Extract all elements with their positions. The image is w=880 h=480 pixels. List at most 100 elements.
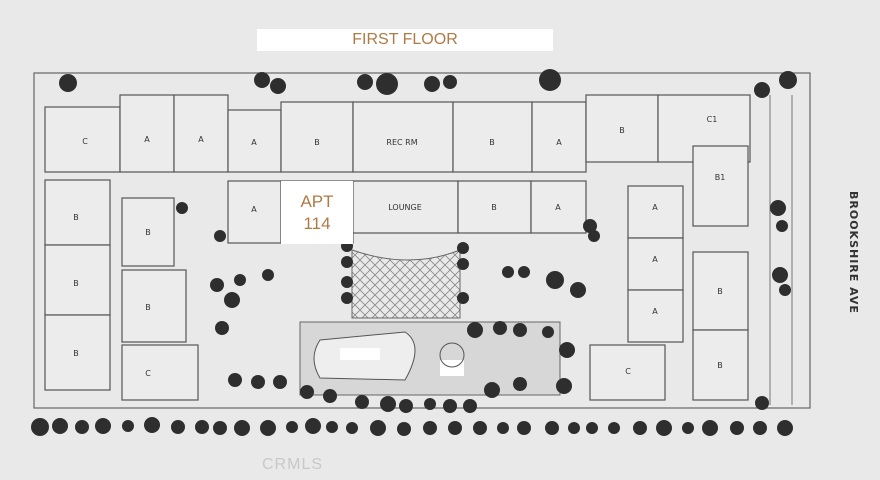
room-label-a: A	[652, 307, 658, 316]
tree-icon	[144, 417, 160, 433]
tree-icon	[497, 422, 509, 434]
room-label-a: A	[652, 255, 658, 264]
tree-icon	[95, 418, 111, 434]
tree-icon	[754, 82, 770, 98]
tree-icon	[588, 230, 600, 242]
tree-icon	[326, 421, 338, 433]
tree-icon	[467, 322, 483, 338]
tree-icon	[656, 420, 672, 436]
tree-icon	[518, 266, 530, 278]
tree-icon	[210, 278, 224, 292]
room-label-a: A	[251, 205, 257, 214]
tree-icon	[215, 321, 229, 335]
room-label-lounge: LOUNGE	[388, 203, 422, 212]
room-label-b: B	[314, 138, 320, 147]
tree-icon	[608, 422, 620, 434]
tree-icon	[513, 377, 527, 391]
tree-icon	[423, 421, 437, 435]
tree-icon	[545, 421, 559, 435]
tree-icon	[457, 292, 469, 304]
tree-icon	[777, 420, 793, 436]
tree-icon	[380, 396, 396, 412]
room-label-c: C	[145, 369, 151, 378]
tree-icon	[424, 76, 440, 92]
room-label-a: A	[556, 138, 562, 147]
tree-icon	[556, 378, 572, 394]
room-label-c1: C1	[707, 115, 718, 124]
tree-icon	[779, 284, 791, 296]
apartment-highlight-label: APT	[300, 191, 334, 211]
left-wing	[44, 179, 199, 401]
room-label-b: B	[73, 349, 79, 358]
tree-icon	[546, 271, 564, 289]
tree-icon	[52, 418, 68, 434]
tree-icon	[443, 399, 457, 413]
street-label: BROOKSHIRE AVE	[847, 190, 860, 314]
tree-icon	[376, 73, 398, 95]
tree-icon	[59, 74, 77, 92]
apartment-highlight: APT 114	[281, 181, 353, 244]
room-label-a: A	[555, 203, 561, 212]
site-boundary	[33, 72, 811, 409]
tree-icon	[397, 422, 411, 436]
tree-icon	[457, 242, 469, 254]
room-label-a: A	[198, 135, 204, 144]
tree-icon	[224, 292, 240, 308]
tree-icon	[234, 274, 246, 286]
floor-title: FIRST FLOOR	[257, 29, 553, 51]
tree-icon	[542, 326, 554, 338]
room-label-b: B	[489, 138, 495, 147]
tree-icon	[682, 422, 694, 434]
tree-icon	[517, 421, 531, 435]
tree-icon	[75, 420, 89, 434]
watermark: CRMLS	[262, 456, 324, 473]
top-wing	[44, 94, 751, 173]
tree-icon	[583, 219, 597, 233]
courtyard-trellis	[351, 249, 461, 319]
tree-icon	[213, 421, 227, 435]
room-label-b: B	[73, 279, 79, 288]
tree-icon	[341, 276, 353, 288]
room-label-a: A	[251, 138, 257, 147]
room-label-b1: B1	[715, 173, 726, 182]
tree-icon	[770, 200, 786, 216]
tree-icon	[539, 69, 561, 91]
tree-icon	[234, 420, 250, 436]
tree-icon	[513, 323, 527, 337]
tree-icon	[273, 375, 287, 389]
pool-deck	[299, 321, 561, 396]
tree-icon	[570, 282, 586, 298]
tree-icon	[300, 385, 314, 399]
tree-icon	[357, 74, 373, 90]
tree-icon	[568, 422, 580, 434]
tree-icon	[424, 398, 436, 410]
room-label-a: A	[652, 203, 658, 212]
tree-icon	[399, 399, 413, 413]
tree-icon	[779, 71, 797, 89]
tree-icon	[502, 266, 514, 278]
tree-icon	[176, 202, 188, 214]
tree-icon	[772, 267, 788, 283]
room-label-c: C	[625, 367, 631, 376]
tree-icon	[559, 342, 575, 358]
tree-icon	[122, 420, 134, 432]
tree-icon	[586, 422, 598, 434]
tree-icon	[776, 220, 788, 232]
room-label-rec-room: REC RM	[386, 138, 417, 147]
tree-icon	[341, 292, 353, 304]
tree-icon	[214, 230, 226, 242]
tree-icon	[195, 420, 209, 434]
tree-icon	[473, 421, 487, 435]
apartment-highlight-number: 114	[303, 213, 331, 233]
room-label-c: C	[82, 137, 88, 146]
tree-icon	[702, 420, 718, 436]
landscape-trees	[31, 69, 797, 436]
tree-icon	[323, 389, 337, 403]
room-label-b: B	[717, 287, 723, 296]
tree-icon	[370, 420, 386, 436]
tree-icon	[448, 421, 462, 435]
room-label-b: B	[145, 303, 151, 312]
tree-icon	[443, 75, 457, 89]
tree-icon	[286, 421, 298, 433]
tree-icon	[730, 421, 744, 435]
